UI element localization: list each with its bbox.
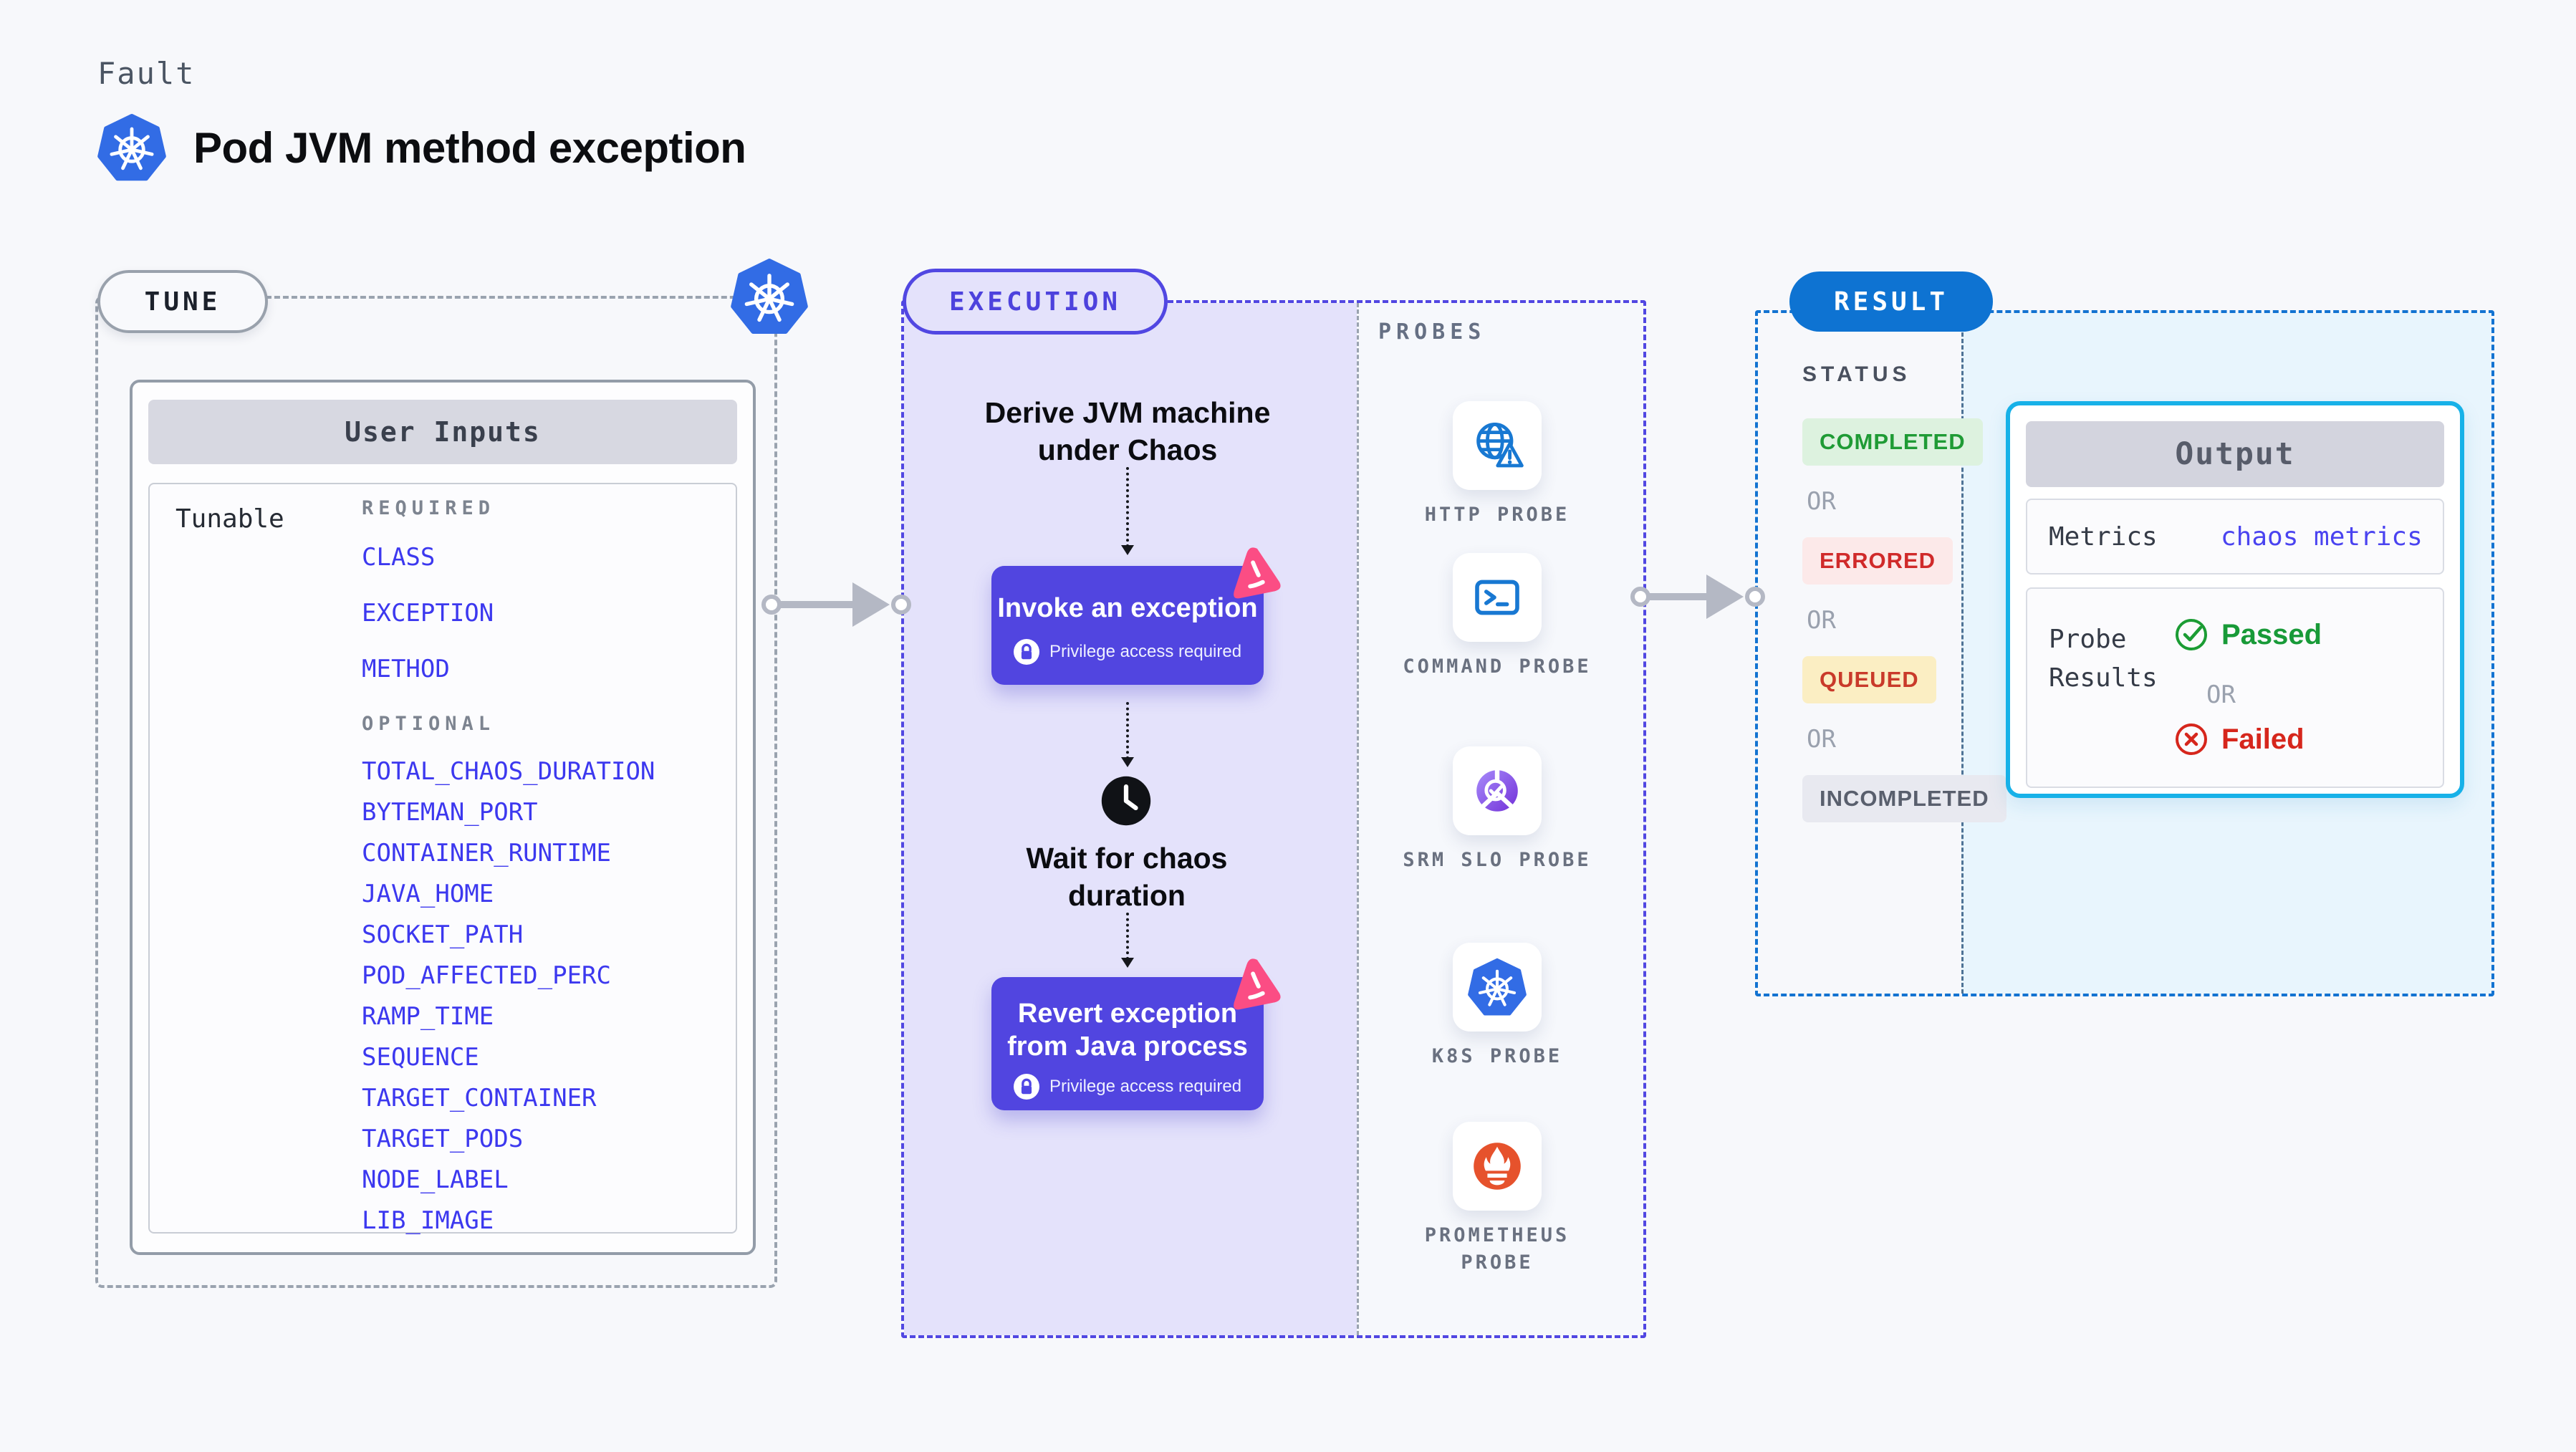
derive-step-text: Derive JVM machine under Chaos [984,396,1271,467]
down-arrow [1121,702,1134,767]
failed-label: Failed [2221,723,2305,755]
tunable-item: TOTAL_CHAOS_DURATION [362,757,655,786]
or-label: OR [2206,681,2236,709]
srm-slo-probe-card [1453,746,1542,835]
kubernetes-icon [731,258,808,335]
k8s-probe-card [1453,943,1542,1032]
probes-section-label: PROBES [1378,319,1486,345]
page-header: Pod JVM method exception [97,113,746,182]
litmus-chaos-icon [1228,956,1284,1011]
failed-result: Failed [2174,722,2305,756]
tune-pill: TUNE [97,270,268,333]
status-badge-errored: ERRORED [1802,537,1953,585]
check-circle-icon [2176,619,2207,650]
tunable-item: TARGET_PODS [362,1125,524,1153]
user-inputs-card: User Inputs Tunable REQUIRED CLASS EXCEP… [130,380,756,1255]
tunable-item: METHOD [362,655,450,683]
page-title: Pod JVM method exception [193,123,746,172]
prometheus-probe-card [1453,1122,1542,1211]
output-title: Output [2026,421,2444,487]
slo-check-icon [1476,769,1518,812]
tunable-item: TARGET_CONTAINER [362,1084,597,1112]
tune-panel [95,296,777,1288]
result-pill: RESULT [1789,271,1993,332]
x-circle-icon [2176,723,2207,755]
execution-pill: EXECUTION [903,269,1168,335]
tunables-list: Tunable REQUIRED CLASS EXCEPTION METHOD … [148,483,737,1234]
tunable-item: SOCKET_PATH [362,920,524,949]
user-inputs-title: User Inputs [148,400,737,464]
kubernetes-icon [1468,958,1527,1016]
tunable-item: LIB_IMAGE [362,1206,494,1235]
revert-exception-step: Revert exception from Java process Privi… [991,977,1264,1110]
execution-probes-divider [1357,303,1359,1335]
tunable-item: SEQUENCE [362,1043,479,1072]
wait-step-text: Wait for chaos duration [1026,842,1228,913]
lock-icon [1014,639,1039,665]
terminal-icon [1475,580,1519,615]
globe-alert-icon [1476,423,1524,468]
invoke-step-title: Invoke an exception [997,593,1258,623]
metrics-value: chaos metrics [2221,521,2423,552]
litmus-chaos-icon [1228,544,1284,600]
optional-section-label: OPTIONAL [362,713,496,735]
tunable-item: NODE_LABEL [362,1165,509,1194]
metrics-row: Metrics chaos metrics [2026,499,2444,574]
down-arrow [1121,913,1134,968]
tunable-item: EXCEPTION [362,599,494,628]
prometheus-icon [1474,1143,1521,1190]
status-badge-queued: QUEUED [1802,656,1936,703]
output-card: Output Metrics chaos metrics Probe Resul… [2006,401,2464,798]
probe-label: K8S PROBE [1431,1045,1563,1067]
probe-results-row: Probe Results Passed OR Failed [2026,587,2444,788]
revert-step-title: Revert exception from Java process [1007,999,1248,1062]
tunable-item: JAVA_HOME [362,880,494,908]
or-label: OR [1807,725,1836,754]
command-probe-card [1453,553,1542,642]
status-section-label: STATUS [1802,362,1911,386]
probe-label: HTTP PROBE [1424,504,1570,526]
status-badge-incompleted: INCOMPLETED [1802,775,2007,822]
lock-icon [1014,1074,1039,1100]
tunable-item: RAMP_TIME [362,1002,494,1031]
probe-label: PROMETHEUS PROBE [1424,1224,1570,1274]
probe-label: COMMAND PROBE [1403,655,1592,678]
tunable-item: BYTEMAN_PORT [362,798,538,827]
probe-label: SRM SLO PROBE [1403,849,1592,871]
fault-eyebrow: Fault [97,56,196,91]
tunable-item: CLASS [362,543,436,572]
privilege-label: Privilege access required [1049,642,1242,662]
down-arrow [1121,467,1134,555]
passed-result: Passed [2174,617,2322,652]
invoke-exception-step: Invoke an exception Privilege access req… [991,566,1264,685]
tunable-row-label: Tunable [176,504,284,534]
or-label: OR [1807,606,1836,635]
passed-label: Passed [2221,618,2322,650]
tunable-item: CONTAINER_RUNTIME [362,839,611,867]
status-column: STATUS COMPLETED OR ERRORED OR QUEUED OR… [1802,362,2007,822]
kubernetes-icon [97,113,166,182]
status-badge-completed: COMPLETED [1802,418,1983,466]
http-probe-card [1453,401,1542,490]
probe-results-label: Probe Results [2049,625,2158,693]
clock-icon [1101,776,1151,826]
required-section-label: REQUIRED [362,497,496,519]
privilege-label: Privilege access required [1049,1076,1242,1096]
tunable-item: POD_AFFECTED_PERC [362,961,611,990]
metrics-label: Metrics [2049,521,2158,552]
or-label: OR [1807,487,1836,516]
privilege-row: Privilege access required [991,639,1264,665]
privilege-row: Privilege access required [991,1074,1264,1100]
